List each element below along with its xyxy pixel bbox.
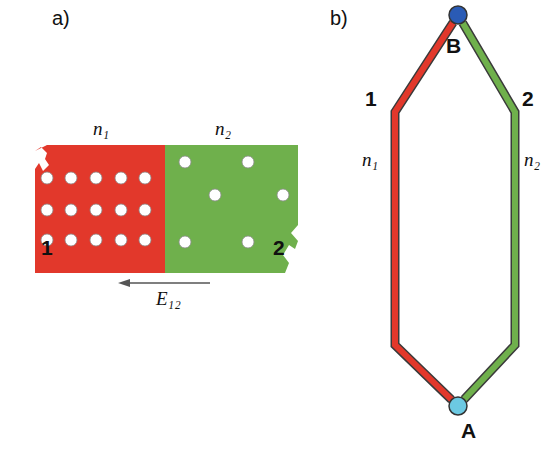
refractive-index-label: n₁ bbox=[362, 150, 378, 169]
hole bbox=[277, 189, 289, 201]
path-number: 2 bbox=[522, 88, 534, 109]
hole bbox=[41, 172, 53, 184]
hole bbox=[242, 236, 254, 248]
field-arrow-head bbox=[118, 279, 130, 287]
hole bbox=[139, 234, 151, 246]
hole bbox=[90, 172, 102, 184]
refractive-index-label: n₁ bbox=[93, 119, 109, 138]
hole bbox=[242, 156, 254, 168]
hole bbox=[115, 172, 127, 184]
path-number: 1 bbox=[365, 88, 377, 109]
connector-outline bbox=[463, 23, 515, 400]
junction-circle-shape bbox=[448, 5, 468, 25]
hole bbox=[65, 204, 77, 216]
connector-core bbox=[395, 23, 453, 400]
hole bbox=[209, 189, 221, 201]
medium-block: n₁1 bbox=[35, 145, 165, 273]
junction-dot bbox=[449, 6, 467, 24]
junction-dot bbox=[449, 397, 467, 415]
hole bbox=[65, 172, 77, 184]
junction-circle-shape bbox=[448, 396, 468, 416]
medium-fill bbox=[35, 145, 165, 273]
refractive-index-label: n₂ bbox=[524, 150, 540, 169]
field-arrow-line bbox=[128, 282, 210, 284]
light-path-connector bbox=[463, 23, 515, 400]
medium-fill bbox=[165, 145, 298, 273]
panel-label: b) bbox=[330, 8, 348, 28]
hole bbox=[115, 234, 127, 246]
junction-label: A bbox=[461, 420, 476, 441]
hole bbox=[115, 204, 127, 216]
hole bbox=[90, 204, 102, 216]
junction-label: B bbox=[446, 35, 461, 56]
medium-number: 1 bbox=[41, 237, 53, 258]
hole bbox=[139, 204, 151, 216]
connector-core bbox=[463, 23, 515, 400]
junction-circle: A bbox=[448, 396, 468, 416]
hole bbox=[139, 172, 151, 184]
hole bbox=[65, 234, 77, 246]
hole bbox=[90, 234, 102, 246]
medium-number: 2 bbox=[273, 237, 285, 258]
hole bbox=[179, 156, 191, 168]
hole bbox=[41, 204, 53, 216]
junction-circle: B bbox=[448, 5, 468, 25]
connector-outline bbox=[395, 23, 453, 400]
hole bbox=[179, 236, 191, 248]
refractive-index-label: n₂ bbox=[215, 119, 231, 138]
panel-label: a) bbox=[52, 8, 70, 28]
medium-block: n₂2 bbox=[165, 145, 298, 273]
light-path-connector bbox=[395, 23, 453, 400]
field-label: E₁₂ bbox=[156, 289, 181, 308]
medium-block-shape bbox=[35, 145, 165, 273]
